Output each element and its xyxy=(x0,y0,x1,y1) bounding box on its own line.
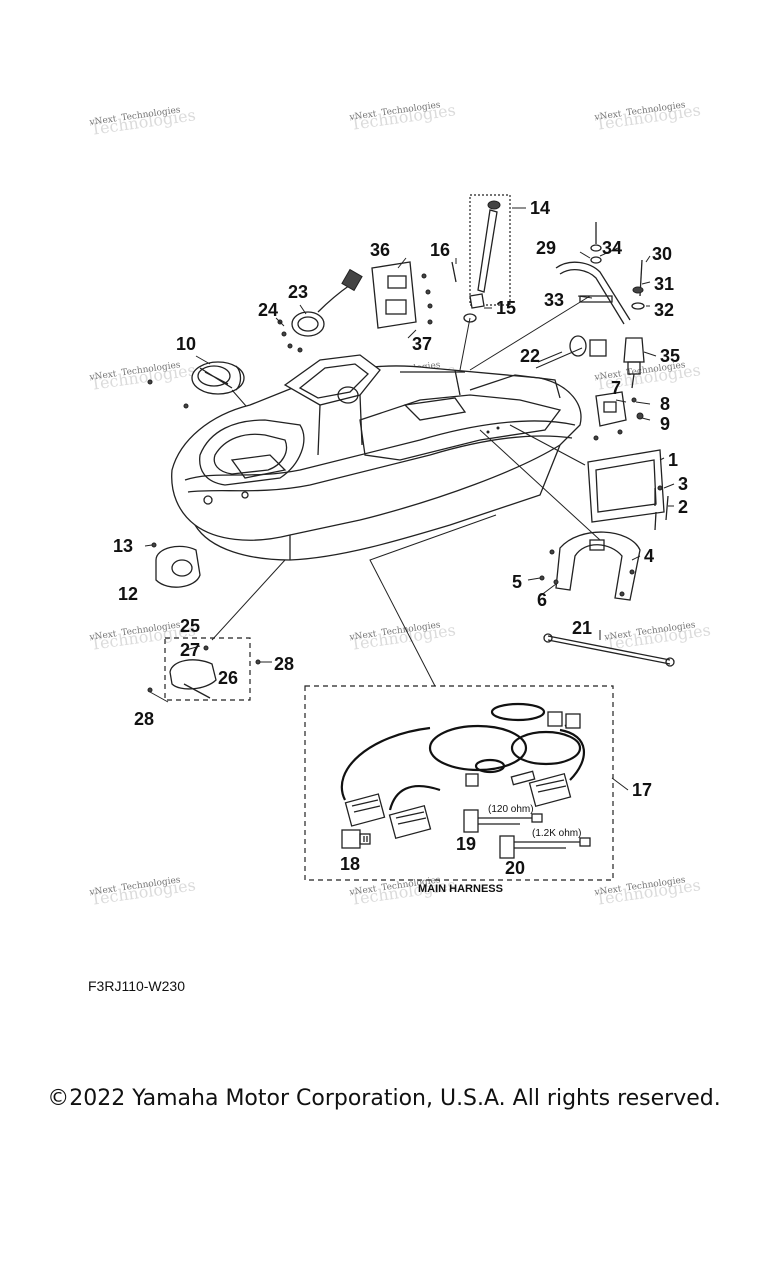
connector-top xyxy=(547,711,581,729)
part-19-resistor: (120 ohm) xyxy=(463,804,543,833)
watermark-1: Technologies vNext Technologies xyxy=(88,105,197,139)
callout-33: 33 xyxy=(544,290,564,310)
watermark-6: Technologies vNext Technologies xyxy=(593,360,702,394)
callout-7: 7 xyxy=(611,378,621,398)
callout-15: 15 xyxy=(496,298,516,318)
watermark-3: Technologies vNext Technologies xyxy=(593,100,702,134)
callout-4: 4 xyxy=(644,546,654,566)
callout-28b: 28 xyxy=(134,709,154,729)
svg-text:vNext: vNext xyxy=(593,109,622,123)
connector-left-2 xyxy=(388,804,432,840)
connector-small-2 xyxy=(510,770,536,786)
part-25-box xyxy=(164,637,251,701)
callout-36: 36 xyxy=(370,240,390,260)
callout-5: 5 xyxy=(512,572,522,592)
resistor-1-2k-label: (1.2K ohm) xyxy=(532,828,581,839)
boat-hull xyxy=(171,354,582,561)
diagram-code: F3RJ110-W230 xyxy=(88,978,186,994)
main-harness-title: MAIN HARNESS xyxy=(418,883,503,895)
callout-37: 37 xyxy=(412,334,432,354)
callout-6: 6 xyxy=(537,590,547,610)
part-20-resistor: (1.2K ohm) xyxy=(499,828,591,859)
callout-35: 35 xyxy=(660,346,680,366)
part-14-box xyxy=(469,194,511,306)
watermark-12: Technologies vNext Technologies xyxy=(593,875,702,909)
part-7-relay xyxy=(593,391,644,441)
callout-9: 9 xyxy=(660,414,670,434)
svg-text:vNext: vNext xyxy=(88,114,117,128)
copyright-notice: ©2022 Yamaha Motor Corporation, U.S.A. A… xyxy=(47,1086,721,1111)
connector-right xyxy=(528,772,572,808)
watermark-10: Technologies vNext Technologies xyxy=(88,875,197,909)
part-36-control-unit xyxy=(371,261,433,329)
callout-8: 8 xyxy=(660,394,670,414)
part-4-bracket xyxy=(539,531,641,601)
svg-text:vNext: vNext xyxy=(593,369,622,383)
callout-2: 2 xyxy=(678,497,688,517)
connector-left-1 xyxy=(344,793,386,827)
callout-30: 30 xyxy=(652,244,672,264)
part-23-gauge xyxy=(277,268,363,353)
callout-20: 20 xyxy=(505,858,525,878)
callout-24: 24 xyxy=(258,300,278,320)
part-12-bow-light xyxy=(151,542,201,588)
svg-text:vNext: vNext xyxy=(348,629,377,643)
callout-23: 23 xyxy=(288,282,308,302)
callout-17: 17 xyxy=(632,780,652,800)
callout-22: 22 xyxy=(520,346,540,366)
part-1-ecm xyxy=(587,449,669,531)
callout-19: 19 xyxy=(456,834,476,854)
callout-1: 1 xyxy=(668,450,678,470)
main-harness-box xyxy=(304,685,614,881)
callout-28a: 28 xyxy=(274,654,294,674)
watermark-9: Technologies vNext Technologies xyxy=(603,620,712,654)
callout-21: 21 xyxy=(572,618,592,638)
part-35-switch xyxy=(589,337,645,389)
svg-text:vNext: vNext xyxy=(88,884,117,898)
part-14-antenna xyxy=(451,200,501,323)
callout-32: 32 xyxy=(654,300,674,320)
callout-labels: 1 2 3 4 5 6 7 8 9 10 12 13 14 15 16 17 1… xyxy=(113,198,688,878)
callout-34: 34 xyxy=(602,238,622,258)
part-29-rail xyxy=(555,222,645,325)
leaders xyxy=(144,207,675,791)
callout-25: 25 xyxy=(180,616,200,636)
watermark-4: Technologies vNext Technologies xyxy=(88,360,197,394)
part-18-connector xyxy=(341,829,371,849)
callout-10: 10 xyxy=(176,334,196,354)
callout-29: 29 xyxy=(536,238,556,258)
callout-31: 31 xyxy=(654,274,674,294)
svg-text:vNext: vNext xyxy=(88,369,117,383)
connector-small-1 xyxy=(465,773,479,787)
svg-text:vNext: vNext xyxy=(593,884,622,898)
svg-text:vNext: vNext xyxy=(603,629,632,643)
resistor-120-label: (120 ohm) xyxy=(488,804,534,815)
svg-text:vNext: vNext xyxy=(88,629,117,643)
callout-13: 13 xyxy=(113,536,133,556)
svg-text:vNext: vNext xyxy=(348,109,377,123)
callout-18: 18 xyxy=(340,854,360,874)
part-10-speaker xyxy=(147,361,245,409)
callout-14: 14 xyxy=(530,198,550,218)
svg-text:vNext: vNext xyxy=(348,884,377,898)
watermark-2: Technologies vNext Technologies xyxy=(348,100,457,134)
main-harness: (120 ohm) (1.2K ohm) MAIN HARNESS xyxy=(340,702,591,895)
callout-3: 3 xyxy=(678,474,688,494)
part-21-cable xyxy=(543,633,675,667)
callout-26: 26 xyxy=(218,668,238,688)
callout-27: 27 xyxy=(180,640,200,660)
part-22-cap xyxy=(569,335,587,357)
callout-16: 16 xyxy=(430,240,450,260)
callout-12: 12 xyxy=(118,584,138,604)
part-26-light xyxy=(147,645,261,699)
